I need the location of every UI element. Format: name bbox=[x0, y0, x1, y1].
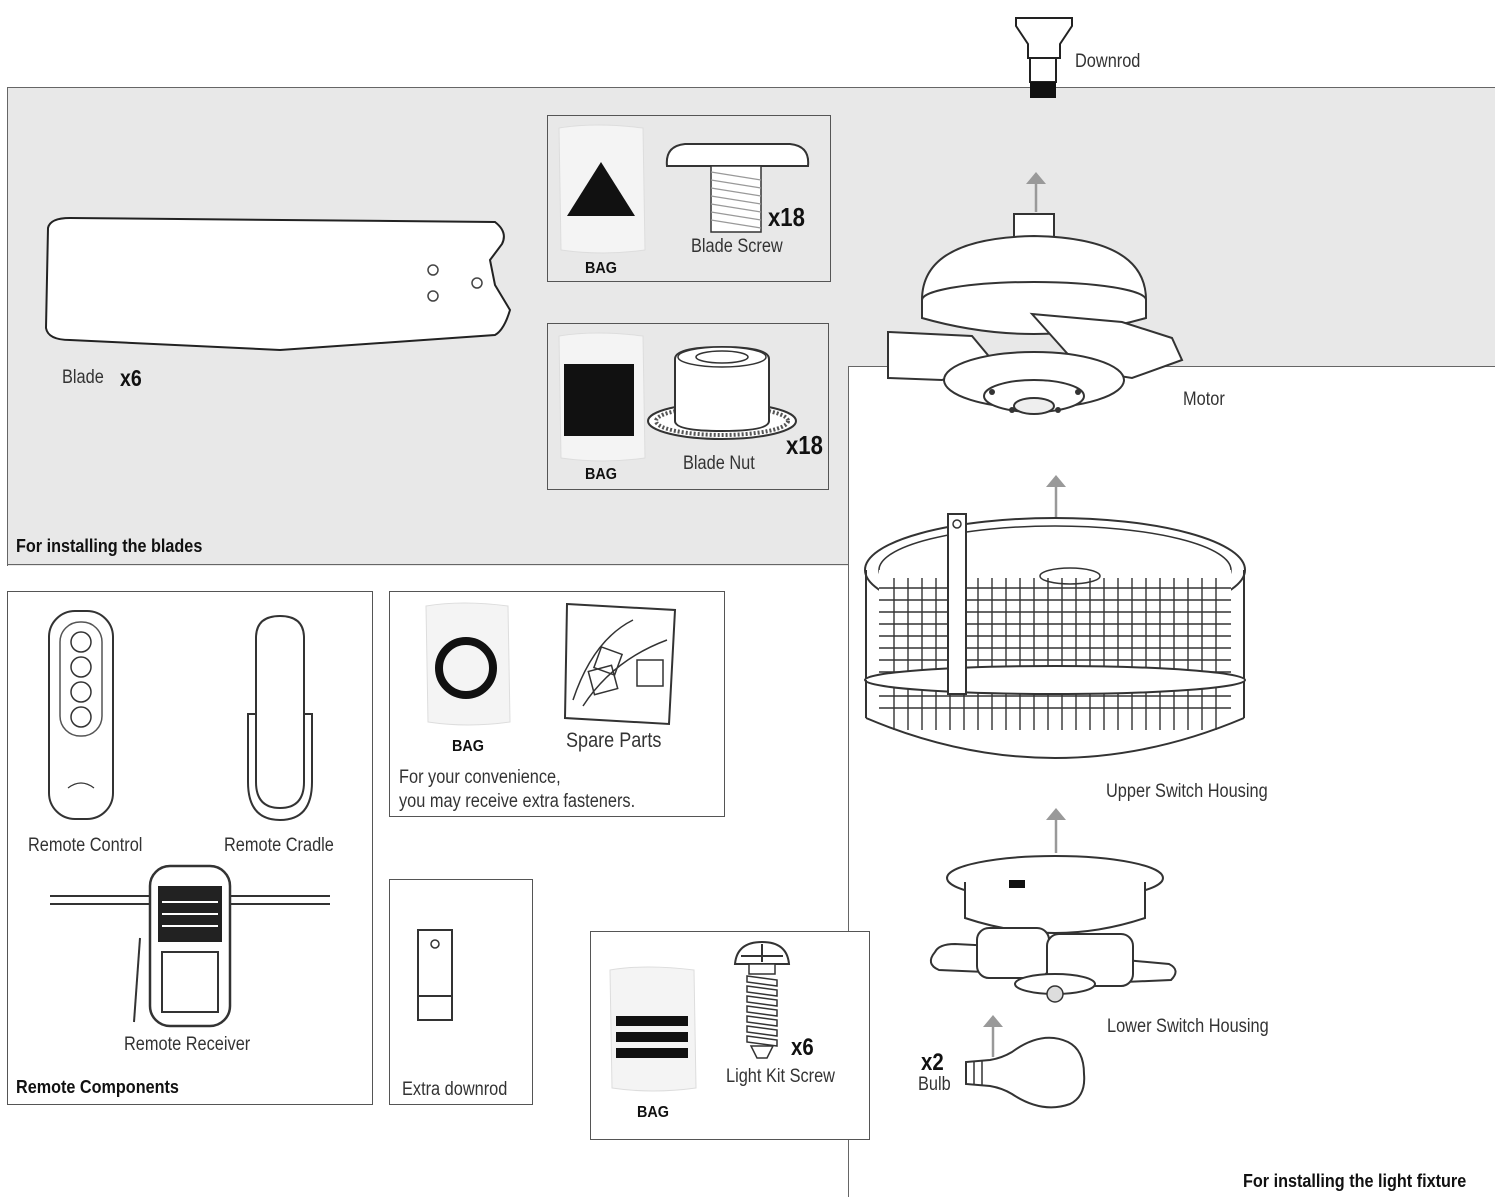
light-kit-screw-icon bbox=[733, 940, 791, 1059]
extra-downrod-label: Extra downrod bbox=[402, 1079, 508, 1100]
upper-switch-housing-icon bbox=[864, 513, 1246, 759]
blades-panel-bottom bbox=[7, 564, 849, 565]
downrod-icon bbox=[1015, 17, 1073, 98]
bag-label: BAG bbox=[452, 738, 485, 755]
bag-icon bbox=[558, 124, 646, 254]
arrow-up-icon bbox=[1046, 808, 1066, 853]
bag-label: BAG bbox=[637, 1104, 670, 1121]
convenience-note-line1: For your convenience, bbox=[399, 767, 561, 788]
bulb-label: Bulb bbox=[918, 1074, 951, 1095]
light-fixture-panel bbox=[848, 366, 1495, 1197]
bag-icon bbox=[425, 602, 511, 726]
section-title-blades: For installing the blades bbox=[16, 536, 203, 556]
remote-control-icon bbox=[48, 610, 114, 820]
bulb-icon bbox=[965, 1036, 1086, 1109]
blade-nut-icon bbox=[647, 345, 797, 440]
blade-icon bbox=[44, 216, 512, 352]
blade-nut-label: Blade Nut bbox=[683, 453, 755, 474]
arrow-up-icon bbox=[1046, 475, 1066, 520]
convenience-note-line2: you may receive extra fasteners. bbox=[399, 791, 636, 812]
blade-qty: x6 bbox=[120, 365, 142, 391]
blade-label: Blade bbox=[62, 367, 104, 388]
remote-receiver-label: Remote Receiver bbox=[124, 1034, 251, 1055]
arrow-up-icon bbox=[1026, 172, 1046, 212]
remote-control-label: Remote Control bbox=[28, 835, 143, 856]
remote-receiver-icon bbox=[50, 864, 330, 1028]
spare-parts-label: Spare Parts bbox=[566, 729, 662, 752]
extra-downrod-icon bbox=[417, 929, 453, 1021]
bag-icon bbox=[609, 966, 697, 1092]
motor-label: Motor bbox=[1183, 389, 1225, 410]
bulb-qty: x2 bbox=[921, 1049, 944, 1076]
light-kit-screw-label: Light Kit Screw bbox=[726, 1066, 835, 1087]
remote-cradle-icon bbox=[247, 614, 313, 822]
blade-screw-icon bbox=[665, 143, 810, 233]
blade-nut-qty: x18 bbox=[786, 430, 823, 460]
section-title-remote: Remote Components bbox=[16, 1077, 179, 1097]
lower-switch-housing-icon bbox=[929, 855, 1177, 1003]
lower-switch-housing-label: Lower Switch Housing bbox=[1107, 1016, 1269, 1037]
arrow-up-icon bbox=[983, 1015, 1003, 1057]
bag-label: BAG bbox=[585, 466, 618, 483]
bag-label: BAG bbox=[585, 260, 618, 277]
upper-switch-housing-label: Upper Switch Housing bbox=[1106, 781, 1268, 802]
motor-icon bbox=[887, 213, 1184, 415]
section-title-light-fixture: For installing the light fixture bbox=[1243, 1171, 1467, 1191]
remote-cradle-label: Remote Cradle bbox=[224, 835, 334, 856]
bag-icon bbox=[558, 332, 646, 462]
extra-downrod-box bbox=[389, 879, 533, 1105]
blade-screw-label: Blade Screw bbox=[691, 236, 783, 257]
downrod-label: Downrod bbox=[1075, 51, 1141, 72]
spare-parts-icon bbox=[563, 602, 677, 726]
light-kit-screw-qty: x6 bbox=[791, 1034, 814, 1061]
blade-screw-qty: x18 bbox=[768, 202, 805, 232]
